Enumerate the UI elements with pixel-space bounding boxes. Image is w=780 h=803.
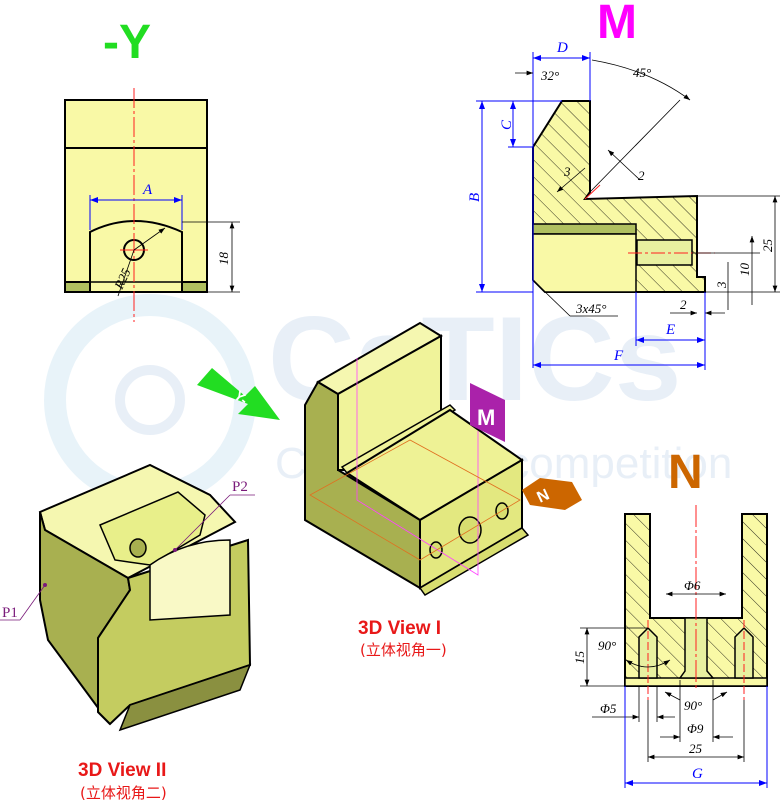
dim-15: 15 <box>572 651 587 665</box>
dim-90deg-pin: 90° <box>598 638 616 653</box>
dim-phi9: Φ9 <box>687 721 704 736</box>
view-3d-1-caption: 3D View I <box>358 618 441 639</box>
dim-3-step: 3 <box>714 281 729 289</box>
dim-2-step: 2 <box>680 297 687 312</box>
dim-c: C <box>499 119 515 130</box>
view-m-section: M B C D 32° 45° 3 2 25 10 3 2 <box>467 0 780 370</box>
view-m-title: M <box>597 0 637 49</box>
m-tag-label: M <box>477 405 495 430</box>
dim-18: 18 <box>216 252 231 266</box>
point-p1-label: P1 <box>2 605 18 621</box>
dim-d: D <box>556 40 568 56</box>
dim-25-height: 25 <box>760 239 775 253</box>
dim-a: A <box>142 182 153 198</box>
view-n-title: N <box>668 446 703 499</box>
view-minus-y: -Y A 18 R25 <box>64 16 240 322</box>
dim-90deg-countersink: 90° <box>684 698 702 713</box>
dim-32deg: 32° <box>540 68 559 83</box>
view-minus-y-title: -Y <box>103 16 151 69</box>
y-direction-arrow: Y- <box>197 368 280 420</box>
dim-chamfer: 3x45° <box>575 301 606 316</box>
view-3d-2-caption: 3D View II <box>78 760 166 781</box>
view-3d-1: Y- M N 3D View I (立体视角一) <box>197 321 582 659</box>
dim-g: G <box>692 766 703 782</box>
dim-phi5: Φ5 <box>600 701 617 716</box>
dim-b: B <box>467 193 483 202</box>
point-p2-label: P2 <box>232 479 248 495</box>
dim-45deg: 45° <box>633 65 651 80</box>
dim-25-spacing: 25 <box>689 741 703 756</box>
view-3d-1-caption-cn: (立体视角一) <box>360 641 447 659</box>
view-3d-2: P1 P2 3D View II (立体视角二) <box>0 463 255 802</box>
m-direction-tag: M <box>470 383 505 442</box>
view-n-section: N Φ6 15 90° 90° Φ5 Φ9 25 G <box>572 446 768 788</box>
dim-10: 10 <box>737 263 752 277</box>
dim-3-slot: 3 <box>563 164 571 179</box>
dim-phi6: Φ6 <box>684 578 701 593</box>
dim-e: E <box>665 322 675 338</box>
dim-f: F <box>613 348 624 364</box>
n-direction-arrow: N <box>522 478 582 510</box>
view-3d-2-caption-cn: (立体视角二) <box>80 784 167 802</box>
dim-2-slot: 2 <box>638 168 645 183</box>
